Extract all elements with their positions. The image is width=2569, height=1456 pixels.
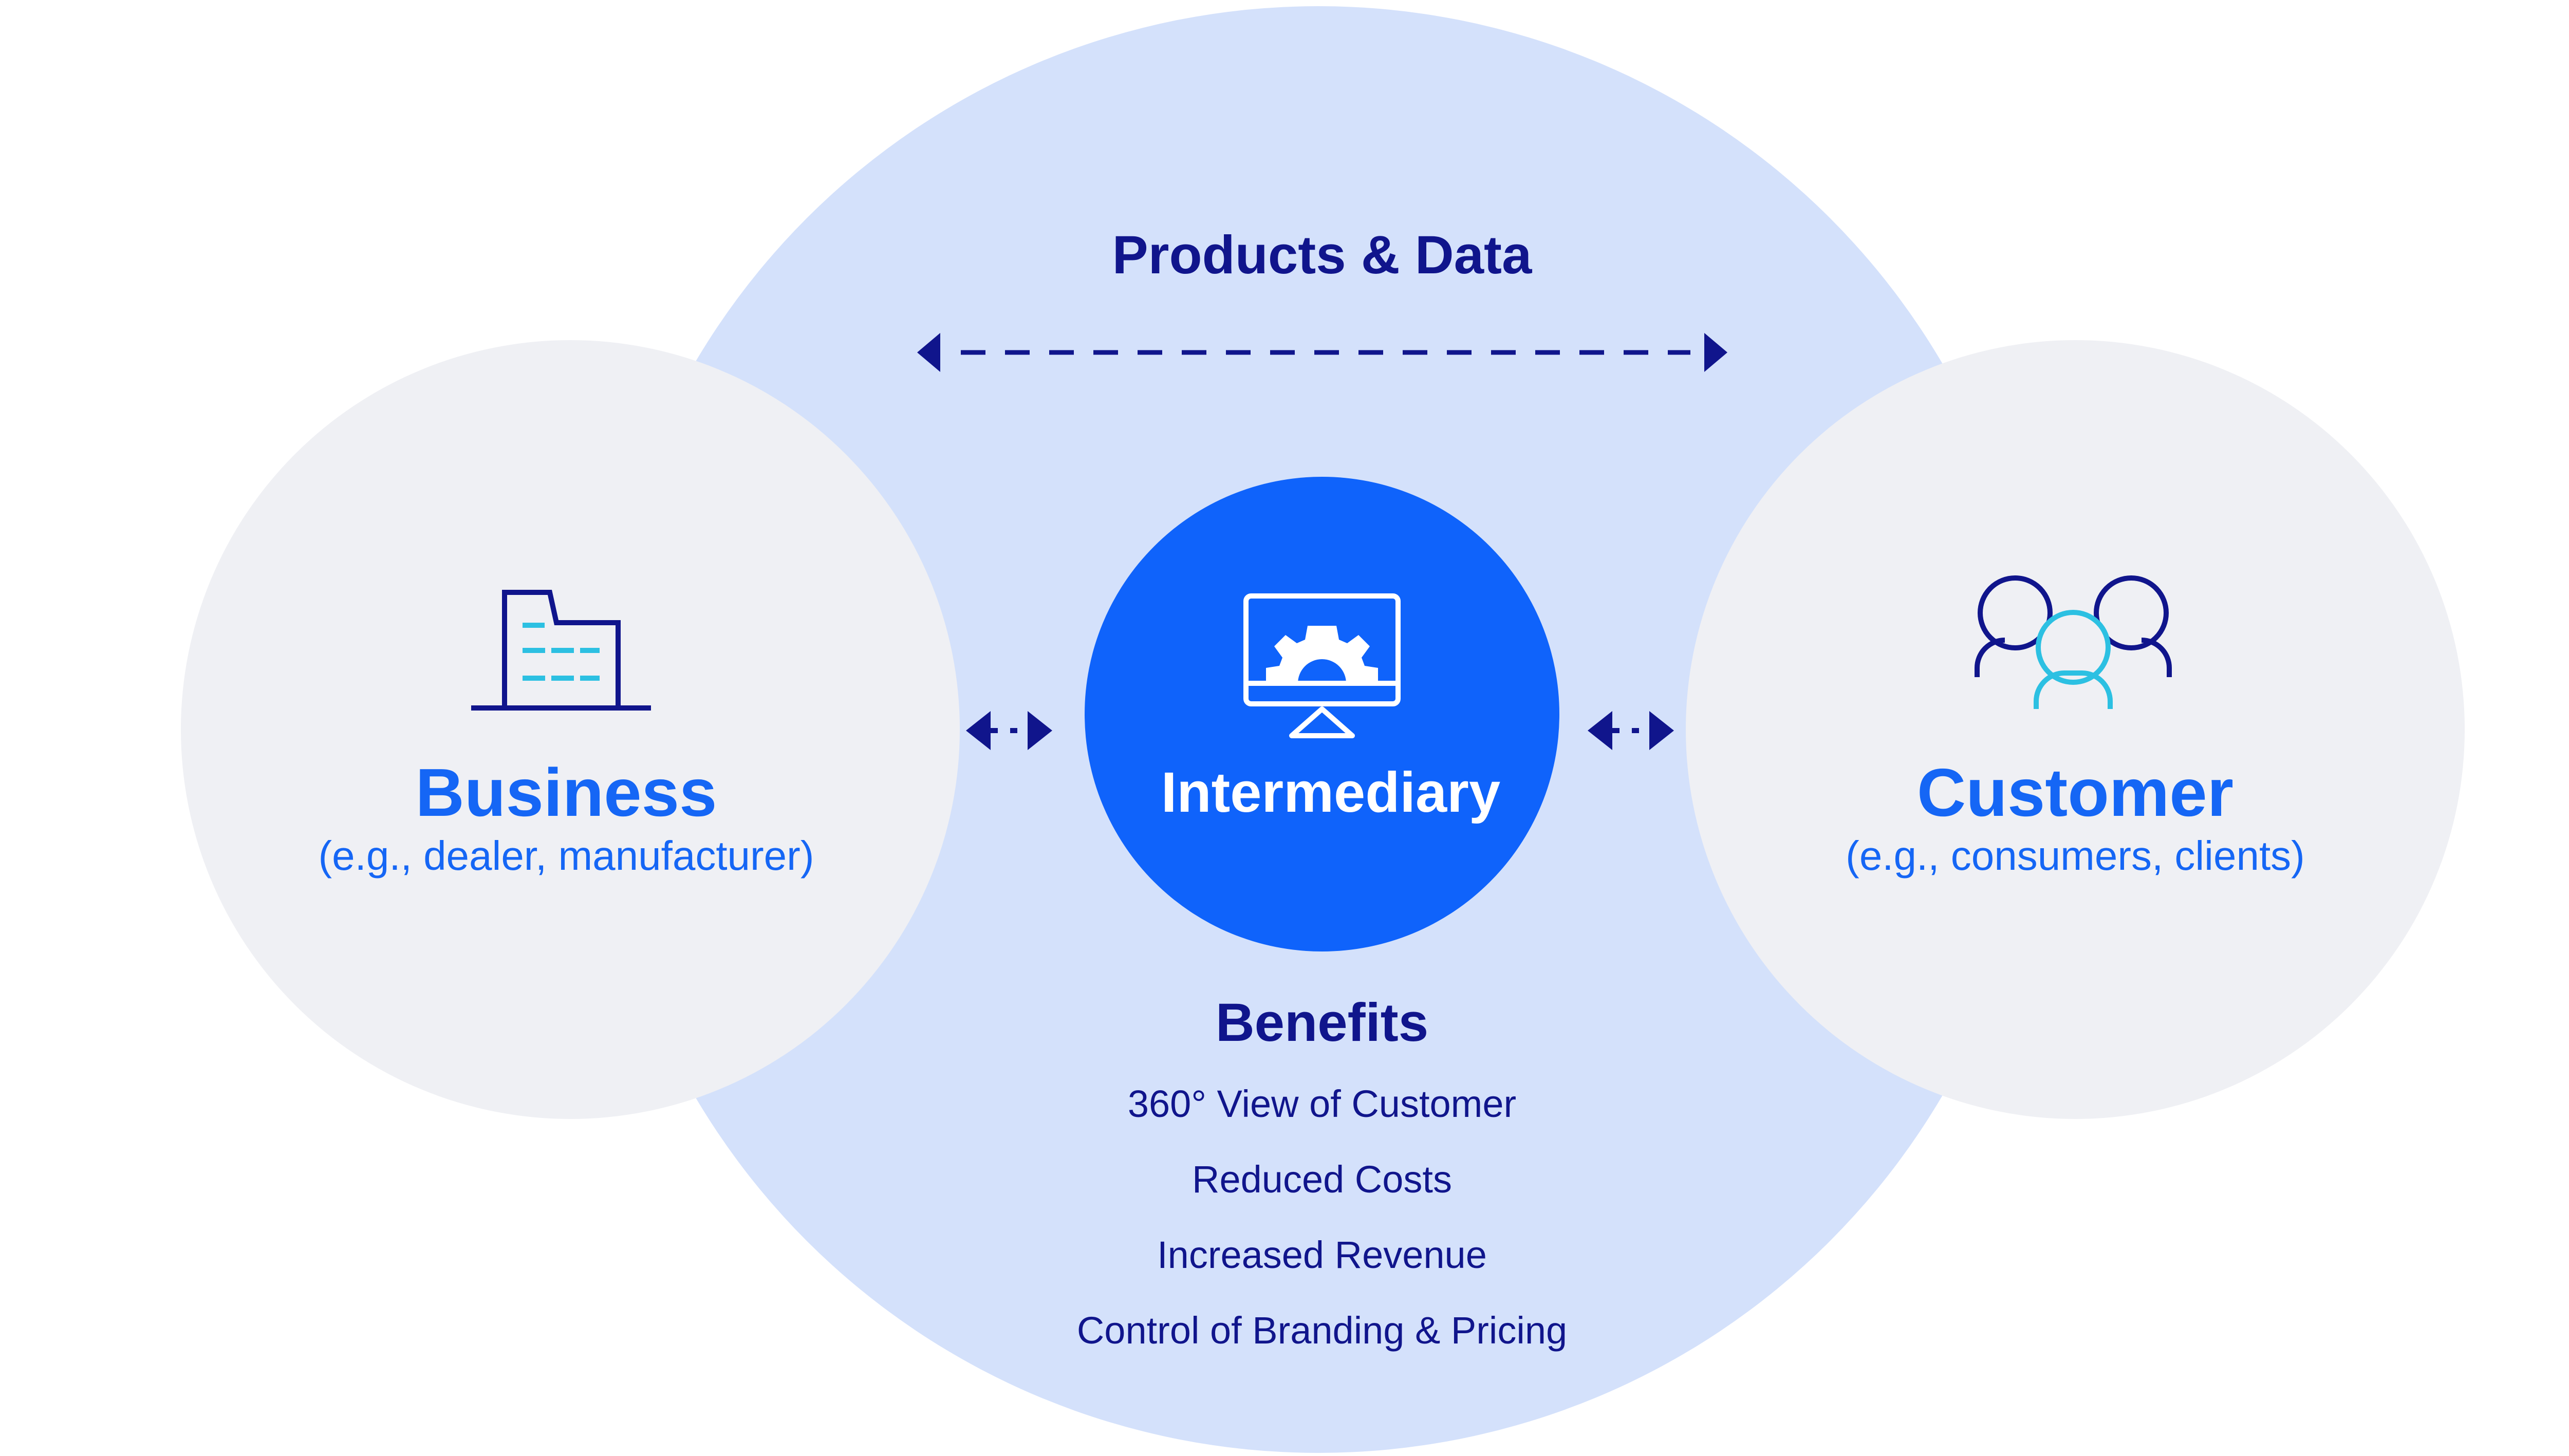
- benefit-item: Increased Revenue: [1157, 1234, 1487, 1276]
- business-subtitle: (e.g., dealer, manufacturer): [319, 833, 814, 879]
- business-title: Business: [416, 755, 717, 830]
- benefit-item: 360° View of Customer: [1128, 1082, 1516, 1125]
- benefit-item: Control of Branding & Pricing: [1077, 1309, 1567, 1352]
- customer-subtitle: (e.g., consumers, clients): [1846, 833, 2305, 879]
- intermediary-circle: [1085, 477, 1559, 951]
- right-arrow-head: [1649, 711, 1674, 750]
- left-arrow-head: [966, 711, 991, 750]
- benefit-item: Reduced Costs: [1192, 1158, 1452, 1201]
- users-icon: [1975, 575, 2172, 709]
- products-data-label: Products & Data: [1112, 225, 1533, 285]
- arrow-right-head: [1704, 333, 1727, 372]
- products-data-arrow: [917, 333, 1727, 372]
- monitor-gear-icon: [1243, 593, 1401, 738]
- business-intermediary-arrows: [966, 711, 1052, 750]
- intermediary-title: Intermediary: [1161, 761, 1500, 824]
- gear-icon: [1266, 626, 1378, 683]
- business-circle: [181, 340, 960, 1119]
- customer-title: Customer: [1917, 755, 2233, 830]
- customer-circle: [1686, 340, 2465, 1119]
- left-arrow-head: [1588, 711, 1612, 750]
- intermediary-customer-arrows: [1588, 711, 1674, 750]
- right-arrow-head: [1028, 711, 1052, 750]
- arrow-left-head: [917, 333, 940, 372]
- building-icon: [471, 590, 651, 711]
- benefits-title: Benefits: [1216, 993, 1428, 1053]
